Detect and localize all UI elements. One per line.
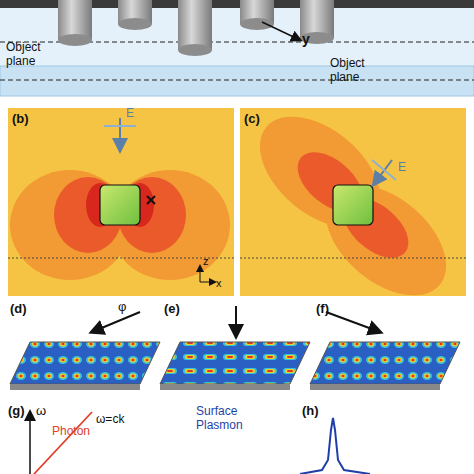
- panel-letter: (c): [244, 112, 260, 126]
- axis-label: x: [216, 276, 222, 290]
- panel-letter: (b): [12, 112, 29, 126]
- slab-edge: [10, 384, 140, 390]
- field-panel-b: [8, 108, 234, 296]
- curve-label: Photon: [52, 424, 90, 438]
- angle-label: φ: [118, 300, 126, 314]
- slab-edge: [310, 384, 440, 390]
- pattern-slab: [310, 342, 460, 384]
- incidence-arrow: [326, 312, 380, 332]
- cylinders: [58, 0, 334, 56]
- panel-letter: (e): [164, 302, 180, 316]
- field-label: E: [126, 106, 134, 120]
- panel-letter: (d): [10, 302, 27, 316]
- axis-label: z: [203, 254, 209, 268]
- pattern-slab: [160, 342, 310, 384]
- panel-letter: (g): [8, 404, 25, 418]
- axis-label: ω: [36, 404, 46, 418]
- dashed-line: [0, 80, 474, 81]
- spectrum-peak: [300, 418, 370, 474]
- panel-letter: (h): [302, 404, 319, 418]
- axis-arrow: [262, 22, 300, 40]
- light-line: [34, 412, 92, 474]
- plane-label: Object plane: [330, 56, 390, 84]
- incidence-arrow: [92, 312, 140, 332]
- panel-letter: (f): [316, 302, 329, 316]
- field-label: E: [398, 160, 406, 174]
- field-panel-c: [239, 95, 466, 317]
- curve-label: Surface Plasmon: [196, 404, 266, 432]
- pattern-slab: [10, 342, 160, 384]
- slab-front: [0, 66, 474, 96]
- curve-label: ω=ck: [96, 412, 124, 426]
- omega-axis: [29, 412, 31, 474]
- axis-label: y: [302, 32, 310, 46]
- plane-label: Object plane: [6, 40, 52, 68]
- incidence-arrow: [235, 306, 237, 336]
- slab-edge: [160, 384, 290, 390]
